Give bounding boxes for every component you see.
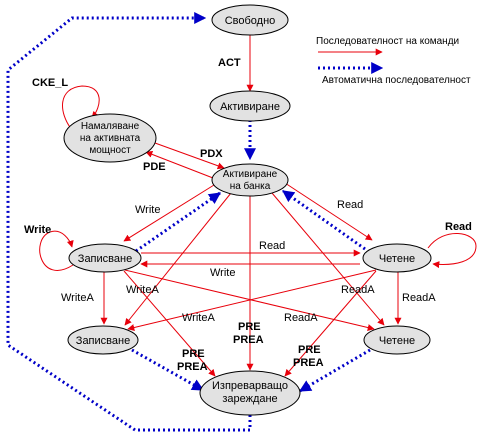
node-active: Активиране [209,90,291,122]
label-reada-center: ReadA [341,284,375,296]
label-pre-center-2: PREA [233,334,264,346]
label-pre-right-1: PRE [298,344,321,356]
label-write-self: Write [24,224,51,236]
label-read-cross: Read [259,240,285,252]
auto-reading-to-bank [282,189,366,251]
node-reading-ap-label: Четене [379,335,415,347]
node-reading-label: Четене [379,253,415,265]
cmd-pde [145,151,214,179]
label-pdx: PDX [200,148,223,160]
cmd-self-reading [427,233,477,269]
auto-reading-ap-to-precharge [298,348,371,393]
node-power-down-label-2: на активната [80,133,141,144]
auto-writing-to-bank [135,191,221,253]
node-idle-label: Свободно [225,15,276,27]
label-pde: PDE [143,161,166,173]
label-reada-diag: ReadA [284,312,318,324]
node-power-down-label-1: Намаляване [81,121,140,132]
cmd-bank-to-writing-ap [124,192,232,326]
cmd-reading-to-precharge [284,270,377,377]
label-writea-left: WriteA [61,292,94,304]
label-pre-right-2: PREA [293,357,324,369]
label-read-upper: Read [337,199,363,211]
legend: Последователност на команди Автоматична … [316,36,471,86]
label-act: ACT [218,57,241,69]
node-writing: Записване [68,243,142,273]
node-precharge-label-1: Изпреварващо [212,380,288,392]
node-reading-autoprecharge: Четене [363,325,431,355]
node-power-down: Намаляване на активната мощност [63,113,157,163]
node-precharge: Изпреварващо зареждане [199,370,301,416]
label-write-upper: Write [135,204,160,216]
cmd-self-writing [39,230,74,271]
label-write-cross: Write [210,267,235,279]
node-writing-label: Записване [78,253,132,265]
node-precharge-label-2: зареждане [222,393,277,405]
cmd-bank-to-writing [123,184,215,242]
cmd-writing-to-precharge [123,270,216,377]
node-idle: Свободно [211,4,289,36]
node-writing-autoprecharge: Записване [67,325,139,355]
legend-command-label: Последователност на команди [316,36,459,47]
cmd-reading-to-writing-ap [127,269,377,331]
cmd-pdx [154,142,225,170]
cmd-bank-to-reading [284,182,373,241]
cmd-bank-to-reading-ap [271,192,385,326]
label-writea-diag: WriteA [182,312,215,324]
node-bank-active: Активиране на банка [211,163,289,197]
node-reading: Четене [362,243,432,273]
label-reada-right: ReadA [402,292,436,304]
legend-automatic-label: Автоматична последователност [322,75,471,86]
node-bank-active-label-2: на банка [230,180,271,192]
label-cke-l: CKE_L [32,77,68,89]
auto-loop-precharge-to-idle [6,12,252,432]
label-pre-left-2: PREA [177,361,208,373]
label-pre-left-1: PRE [182,348,205,360]
auto-writing-ap-to-precharge [131,348,205,392]
label-read-self: Read [445,221,472,233]
label-writea-center: WriteA [126,284,159,296]
label-pre-center-1: PRE [238,321,261,333]
node-active-label: Активиране [220,101,280,113]
cmd-self-power-down [62,85,100,131]
node-bank-active-label-1: Активиране [223,169,278,180]
node-writing-ap-label: Записване [76,335,130,347]
node-power-down-label-3: мощност [89,145,131,156]
